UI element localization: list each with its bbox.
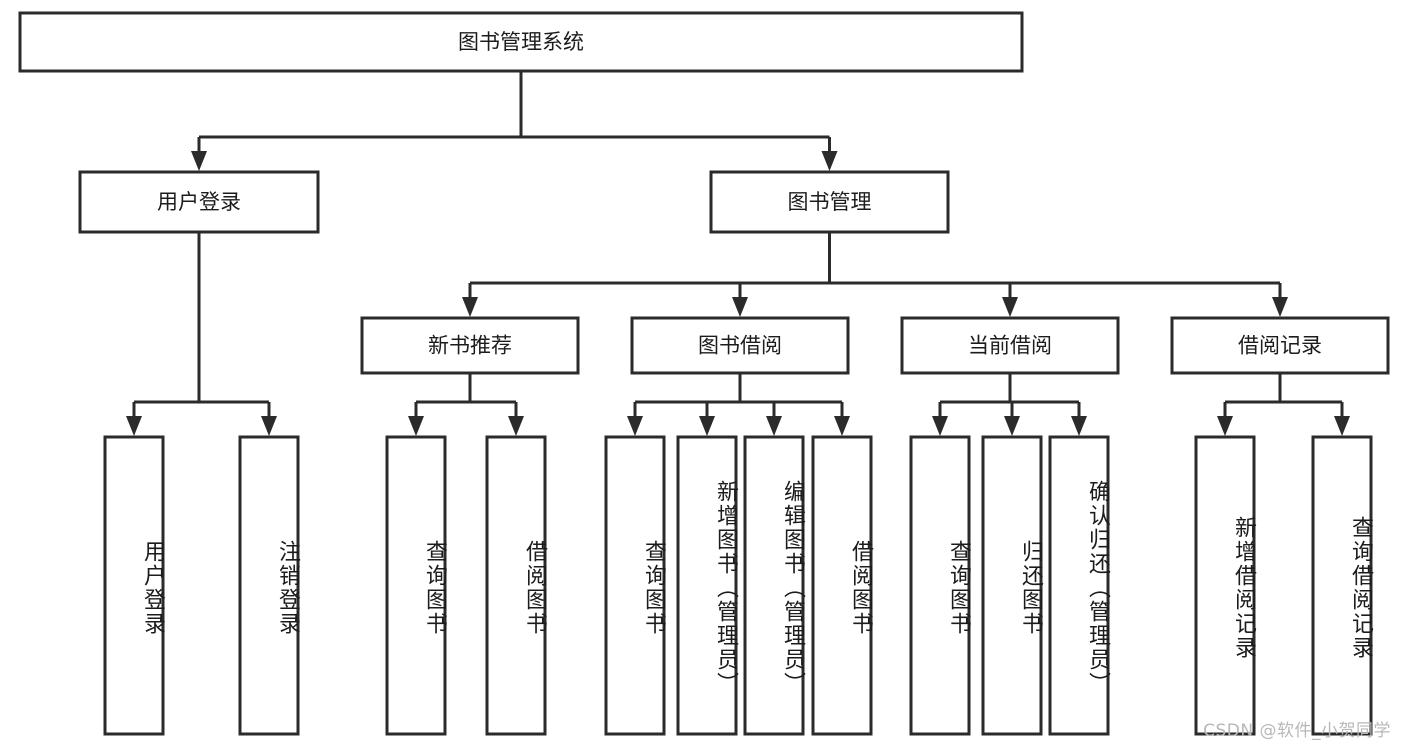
arrow-head-icon bbox=[766, 416, 782, 436]
node-box-book-borrow[interactable] bbox=[630, 316, 850, 375]
node-box-new-book-recommend[interactable] bbox=[360, 316, 580, 375]
connectors-layer bbox=[126, 71, 1350, 436]
node-box-leaf-logout[interactable] bbox=[238, 435, 300, 736]
node-box-leaf-query-book-borrow[interactable] bbox=[604, 435, 666, 736]
arrow-head-icon bbox=[1002, 297, 1018, 317]
arrow-head-icon bbox=[1272, 297, 1288, 317]
node-box-leaf-return-book[interactable] bbox=[981, 435, 1043, 736]
node-box-leaf-edit-book-admin[interactable] bbox=[743, 435, 805, 736]
arrow-head-icon bbox=[1217, 416, 1233, 436]
arrow-head-icon bbox=[191, 151, 207, 171]
node-boxes-layer bbox=[18, 11, 1390, 736]
node-box-leaf-borrow-book-recommend[interactable] bbox=[485, 435, 547, 736]
node-box-leaf-add-book-admin[interactable] bbox=[676, 435, 738, 736]
arrow-head-icon bbox=[732, 297, 748, 317]
arrow-head-icon bbox=[932, 416, 948, 436]
arrow-head-icon bbox=[1071, 416, 1087, 436]
arrow-head-icon bbox=[821, 151, 838, 171]
node-box-leaf-query-book-current[interactable] bbox=[909, 435, 971, 736]
node-box-book-manage[interactable] bbox=[709, 170, 950, 234]
arrow-head-icon bbox=[261, 416, 277, 436]
node-label-borrow-record: 借阅记录 bbox=[1238, 334, 1322, 358]
node-label-user-login: 用户登录 bbox=[157, 190, 241, 214]
node-box-leaf-user-login[interactable] bbox=[103, 435, 165, 736]
node-label-root: 图书管理系统 bbox=[458, 30, 584, 54]
watermark-text: CSDN @软件_小贺同学 bbox=[1203, 721, 1391, 741]
node-box-leaf-query-book-recommend[interactable] bbox=[385, 435, 447, 736]
arrow-head-icon bbox=[408, 416, 424, 436]
node-box-leaf-borrow-book[interactable] bbox=[811, 435, 873, 736]
node-label-book-borrow: 图书借阅 bbox=[698, 334, 782, 358]
node-box-leaf-query-borrow-record[interactable] bbox=[1311, 435, 1373, 736]
node-label-current-borrow: 当前借阅 bbox=[968, 334, 1052, 358]
arrow-head-icon bbox=[834, 416, 850, 436]
node-box-root[interactable] bbox=[18, 11, 1024, 73]
arrow-head-icon bbox=[699, 416, 715, 436]
node-box-leaf-confirm-return-admin[interactable] bbox=[1048, 435, 1110, 736]
arrow-head-icon bbox=[1004, 416, 1020, 436]
arrow-head-icon bbox=[1334, 416, 1350, 436]
node-box-leaf-add-borrow-record[interactable] bbox=[1194, 435, 1256, 736]
arrow-head-icon bbox=[462, 297, 478, 317]
node-box-borrow-record[interactable] bbox=[1170, 316, 1390, 375]
arrow-head-icon bbox=[627, 416, 643, 436]
node-box-user-login[interactable] bbox=[78, 170, 320, 234]
arrow-head-icon bbox=[126, 416, 142, 436]
node-label-new-book-recommend: 新书推荐 bbox=[428, 334, 512, 358]
node-label-book-manage: 图书管理 bbox=[788, 190, 872, 214]
arrow-head-icon bbox=[508, 416, 524, 436]
node-box-current-borrow[interactable] bbox=[900, 316, 1120, 375]
